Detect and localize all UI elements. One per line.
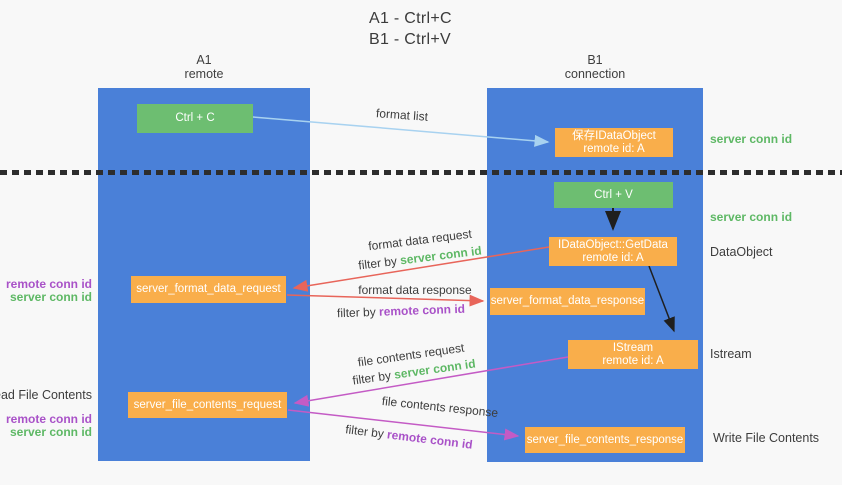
title-line-2: B1 - Ctrl+V bbox=[369, 31, 451, 48]
format-data-response-filter-label: filter by remote conn id bbox=[336, 301, 466, 321]
server-format-data-request-label: server_format_data_request bbox=[136, 283, 281, 295]
istream-node: IStream remote id: A bbox=[568, 340, 698, 369]
left-server-conn-id-top-label: server conn id bbox=[9, 290, 92, 304]
ctrl-v-node: Ctrl + V bbox=[554, 182, 673, 208]
format-data-response-label: format data response bbox=[358, 283, 472, 297]
server-file-contents-request-node: server_file_contents_request bbox=[128, 392, 287, 418]
istream-line2: remote id: A bbox=[602, 354, 664, 367]
dataobject-label: DataObject bbox=[710, 245, 773, 259]
lifeline-a1-name: A1 bbox=[196, 53, 212, 67]
left-remote-conn-id-bottom-label: remote conn id bbox=[5, 412, 92, 426]
file-contents-response-filter-label: filter by remote conn id bbox=[344, 422, 474, 452]
save-idataobject-line2: remote id: A bbox=[583, 142, 645, 155]
format-list-label: format list bbox=[375, 106, 429, 124]
lifeline-b1-role: connection bbox=[564, 67, 626, 81]
server-format-data-response-label: server_format_data_response bbox=[490, 295, 645, 307]
ctrl-c-label: Ctrl + C bbox=[175, 112, 215, 124]
server-file-contents-response-label: server_file_contents_response bbox=[526, 433, 684, 446]
lifeline-a1-role: remote bbox=[184, 67, 224, 81]
dotted-divider-line bbox=[0, 170, 842, 175]
server-format-data-response-node: server_format_data_response bbox=[490, 288, 645, 315]
server-file-contents-response-node: server_file_contents_response bbox=[525, 427, 685, 453]
idataobject-getdata-line1: IDataObject::GetData bbox=[558, 238, 668, 251]
lifeline-b1-name: B1 bbox=[587, 53, 603, 67]
diagram-title: A1 - Ctrl+C B1 - Ctrl+V bbox=[369, 8, 452, 50]
idataobject-getdata-line2: remote id: A bbox=[582, 251, 644, 264]
lifeline-a1-header: A1 remote bbox=[154, 53, 254, 81]
istream-side-label: Istream bbox=[710, 347, 752, 361]
ctrl-v-label: Ctrl + V bbox=[594, 188, 633, 201]
write-file-contents-label: Write File Contents bbox=[713, 431, 820, 445]
save-idataobject-node: 保存IDataObject remote id: A bbox=[555, 128, 673, 157]
server-file-contents-request-label: server_file_contents_request bbox=[133, 398, 282, 411]
right-server-conn-id-top-label: server conn id bbox=[710, 132, 793, 146]
file-contents-response-label: file contents response bbox=[381, 393, 499, 421]
idataobject-getdata-node: IDataObject::GetData remote id: A bbox=[549, 237, 677, 266]
ctrl-c-node: Ctrl + C bbox=[137, 104, 253, 133]
istream-line1: IStream bbox=[612, 341, 654, 354]
save-idataobject-line1: 保存IDataObject bbox=[572, 129, 656, 142]
right-server-conn-id-mid-label: server conn id bbox=[710, 210, 793, 224]
left-server-conn-id-bottom-label: server conn id bbox=[9, 425, 92, 439]
left-remote-conn-id-top-label: remote conn id bbox=[5, 277, 92, 291]
title-line-1: A1 - Ctrl+C bbox=[369, 10, 452, 27]
lifeline-b1-header: B1 connection bbox=[545, 53, 645, 81]
server-format-data-request-node: server_format_data_request bbox=[131, 276, 286, 303]
read-file-contents-label: Read File Contents bbox=[0, 388, 92, 402]
